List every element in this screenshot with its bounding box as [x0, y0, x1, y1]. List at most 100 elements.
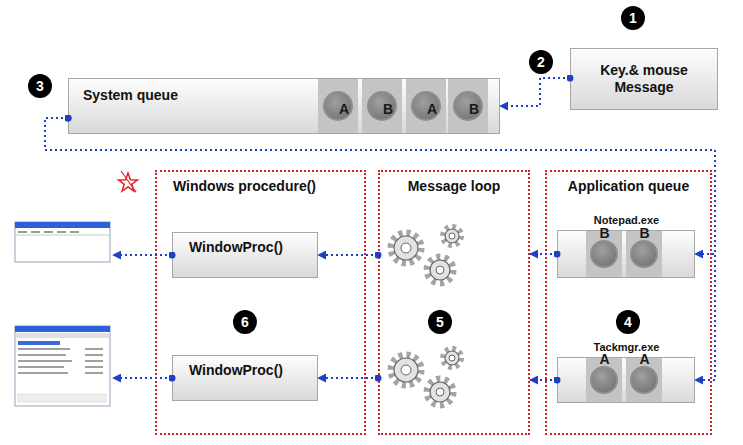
list-row — [18, 354, 66, 356]
node-label: B — [383, 101, 393, 118]
notepad-window-thumbnail — [15, 222, 110, 262]
node-label: WindowProc() — [189, 362, 283, 379]
gear-body — [445, 229, 459, 243]
callout-number: 6 — [233, 310, 257, 334]
gear-hub — [436, 266, 444, 274]
process-box: WindowProc() — [172, 355, 318, 401]
flow-arrow — [318, 254, 378, 256]
list-row — [18, 348, 70, 350]
callout-number: 5 — [428, 310, 452, 334]
input-source-box: Key.& mouse Message — [570, 48, 718, 110]
red-star-mark — [119, 171, 138, 192]
message-token: B — [630, 240, 658, 268]
star-stroke — [121, 171, 136, 192]
gear-icon — [391, 233, 421, 263]
list-row — [18, 372, 68, 374]
node-label: B — [633, 225, 656, 242]
node-label: A — [593, 351, 616, 368]
flow-arrow — [530, 379, 557, 381]
node-label: Key.& mouse Message — [589, 62, 699, 96]
window-frame — [15, 222, 110, 262]
gear-body — [394, 236, 418, 260]
list-cell — [85, 360, 103, 362]
output-arrow — [113, 377, 172, 379]
flow-arrow — [45, 118, 715, 380]
queue-slot — [362, 79, 402, 133]
list-cell — [85, 372, 103, 374]
gear-icon — [427, 257, 453, 283]
message-token: B — [367, 91, 397, 121]
message-token: A — [323, 91, 353, 121]
gear-teeth — [427, 257, 453, 283]
gear-cluster — [391, 227, 461, 283]
process-box: WindowProc() — [172, 232, 318, 278]
callout-text: 1 — [629, 10, 637, 26]
gear-teeth — [443, 349, 461, 367]
node-label: B — [593, 225, 616, 242]
node-label: A — [427, 101, 437, 118]
menu-item — [31, 231, 40, 233]
flow-arrow — [530, 253, 557, 255]
node-label: Windows procedure() — [173, 178, 316, 194]
gear-icon — [443, 227, 461, 245]
star-outline — [119, 173, 138, 191]
gear-body — [430, 260, 450, 280]
gear-icon — [427, 379, 453, 405]
gear-hub — [401, 365, 411, 375]
message-token: B — [453, 91, 483, 121]
node-label: A — [339, 101, 349, 118]
message-token: A — [590, 366, 618, 394]
menu-item — [57, 231, 66, 233]
list-row — [18, 341, 60, 345]
flow-arrow — [500, 78, 570, 106]
menu-item — [44, 231, 53, 233]
output-arrow — [113, 254, 172, 256]
gear-icon — [443, 349, 461, 367]
node-label: Application queue — [547, 178, 710, 194]
queue-slot — [318, 79, 358, 133]
callout-number: 2 — [529, 50, 553, 74]
gear-teeth — [443, 227, 461, 245]
queue-slot — [448, 79, 488, 133]
tab-strip — [16, 333, 109, 338]
node-label: WindowProc() — [189, 239, 283, 256]
gear-cluster — [391, 349, 461, 405]
gear-hub — [436, 388, 444, 396]
taskmgr-window-thumbnail — [15, 326, 110, 406]
node-label: Message loop — [380, 178, 528, 194]
callout-number: 3 — [28, 74, 52, 98]
callout-text: 4 — [624, 314, 632, 330]
callout-text: 6 — [241, 314, 249, 330]
callout-text: 2 — [537, 54, 545, 70]
gear-teeth — [391, 355, 421, 385]
node-label: Tackmgr.exe — [559, 341, 694, 353]
gear-hub — [401, 243, 411, 253]
menu-item — [70, 231, 79, 233]
callout-number: 1 — [621, 6, 645, 30]
gear-teeth — [427, 379, 453, 405]
node-label: A — [633, 351, 656, 368]
status-bar — [18, 394, 106, 402]
gear-hub — [449, 355, 455, 361]
gear-hub — [449, 233, 455, 239]
list-row — [18, 366, 64, 368]
gear-icon — [391, 355, 421, 385]
message-token: A — [411, 91, 441, 121]
flow-arrow — [45, 118, 715, 254]
list-cell — [85, 354, 103, 356]
node-label: Notepad.exe — [559, 214, 694, 226]
menu-divider — [15, 235, 110, 236]
group-region: Windows procedure() WindowProc() WindowPro… — [155, 170, 366, 435]
gear-body — [394, 358, 418, 382]
callout-text: 5 — [436, 314, 444, 330]
window-titlebar — [15, 222, 110, 228]
node-label: System queue — [83, 87, 178, 103]
callout-text: 3 — [36, 78, 44, 94]
callout-number: 4 — [616, 310, 640, 334]
list-cell — [85, 348, 103, 350]
message-token: A — [630, 366, 658, 394]
list-cell — [85, 366, 103, 368]
node-label: B — [469, 101, 479, 118]
